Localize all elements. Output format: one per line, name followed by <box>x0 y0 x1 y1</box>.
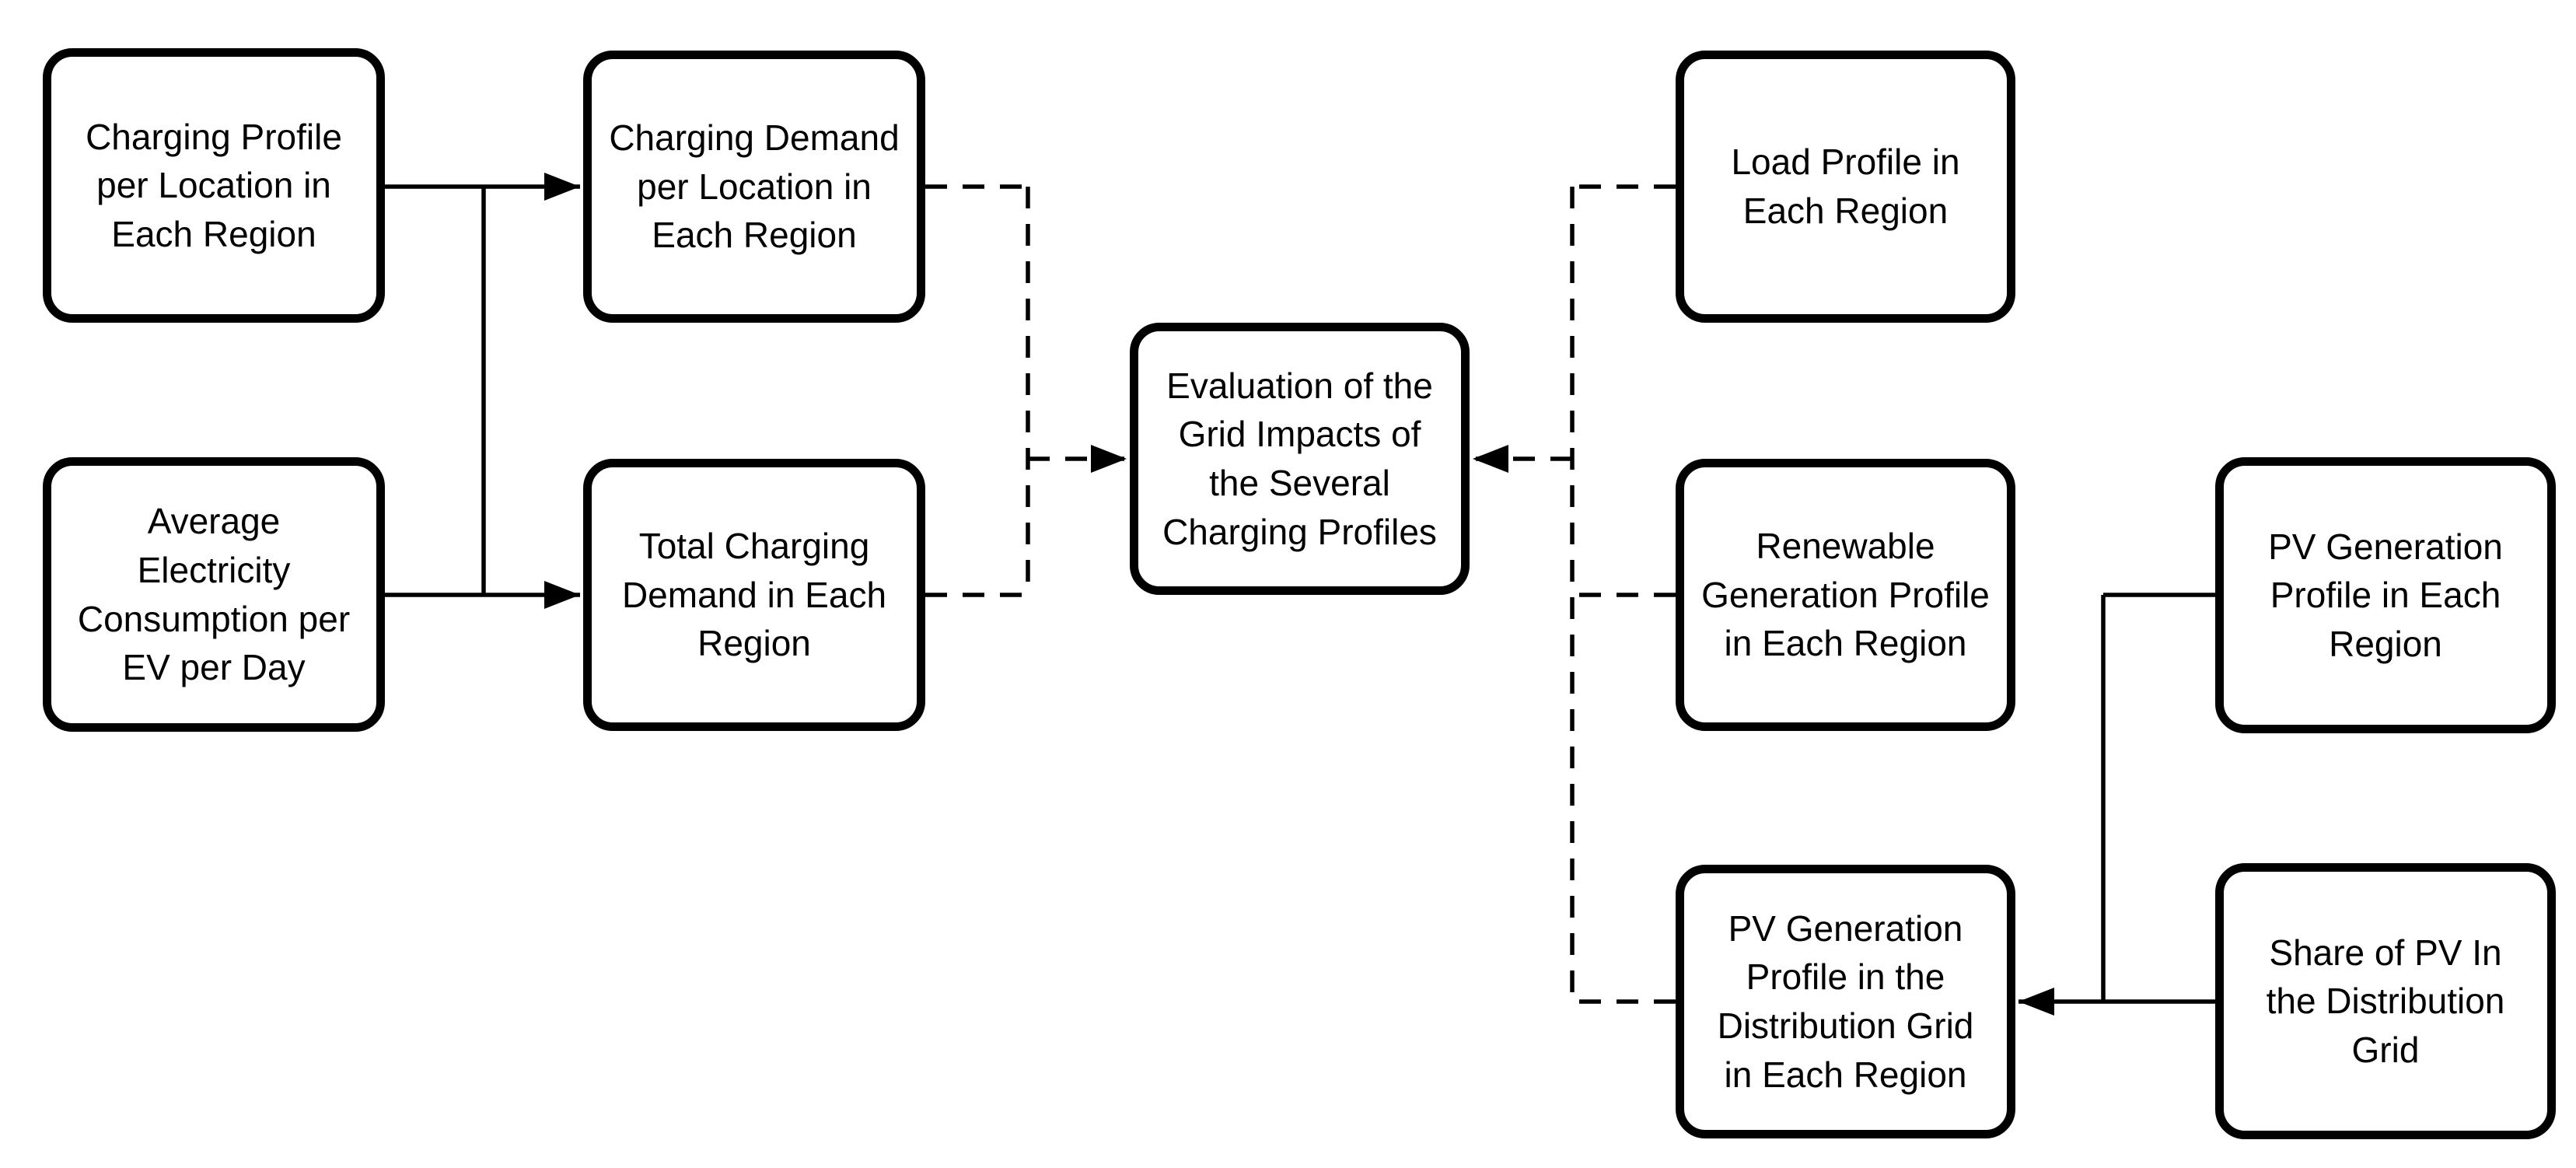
node-charging-profile-per-location: Charging Profile per Location in Each Re… <box>43 48 385 323</box>
node-label: Renewable Generation Profile in Each Reg… <box>1701 526 1990 664</box>
node-label: Charging Profile per Location in Each Re… <box>86 116 342 254</box>
node-label: Load Profile in Each Region <box>1731 142 1960 231</box>
node-share-of-pv: Share of PV In the Distribution Grid <box>2215 863 2556 1139</box>
node-renewable-generation-profile: Renewable Generation Profile in Each Reg… <box>1676 459 2015 731</box>
node-charging-demand-per-location: Charging Demand per Location in Each Reg… <box>583 51 925 323</box>
node-label: Evaluation of the Grid Impacts of the Se… <box>1162 365 1437 552</box>
node-label: PV Generation Profile in the Distributio… <box>1717 907 1974 1095</box>
node-label: Total Charging Demand in Each Region <box>621 526 887 664</box>
node-label: Charging Demand per Location in Each Reg… <box>609 117 900 256</box>
node-pv-generation-profile: PV Generation Profile in Each Region <box>2215 457 2556 733</box>
node-load-profile: Load Profile in Each Region <box>1676 51 2015 323</box>
node-pv-generation-distribution-grid: PV Generation Profile in the Distributio… <box>1676 865 2015 1138</box>
node-label: Average Electricity Consumption per EV p… <box>77 501 351 688</box>
node-total-charging-demand: Total Charging Demand in Each Region <box>583 459 925 731</box>
node-label: Share of PV In the Distribution Grid <box>2266 932 2505 1070</box>
node-evaluation-grid-impacts: Evaluation of the Grid Impacts of the Se… <box>1130 323 1470 595</box>
node-label: PV Generation Profile in Each Region <box>2268 526 2503 664</box>
node-average-electricity-consumption: Average Electricity Consumption per EV p… <box>43 457 385 732</box>
